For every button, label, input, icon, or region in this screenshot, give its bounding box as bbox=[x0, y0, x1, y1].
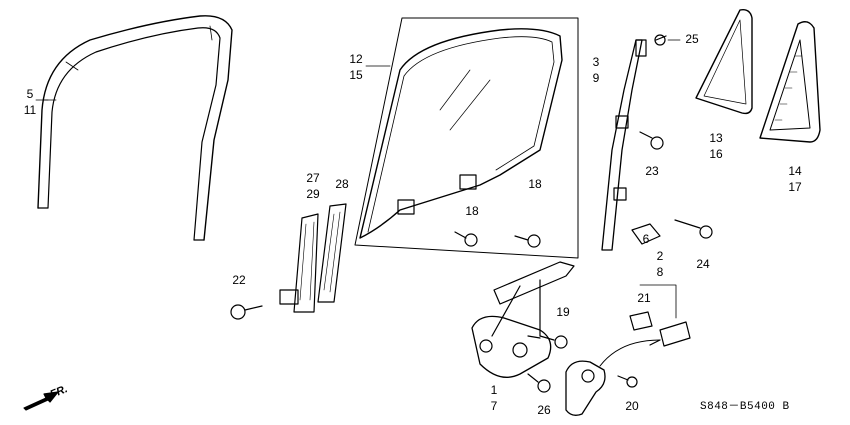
quarter-glass bbox=[695, 8, 753, 115]
diagram-code: S848－B5400 B bbox=[700, 401, 790, 413]
label-part-21: 21 bbox=[637, 291, 651, 305]
label-part-12: 12 bbox=[349, 52, 363, 66]
quarter-weatherstrip bbox=[759, 21, 821, 143]
label-part-3: 3 bbox=[592, 55, 600, 69]
run-channel bbox=[37, 15, 233, 241]
label-part-1: 1 bbox=[490, 383, 498, 397]
connector-21 bbox=[629, 311, 653, 331]
label-part-26: 26 bbox=[537, 403, 551, 417]
label-part-7: 7 bbox=[490, 399, 498, 413]
label-part-29: 29 bbox=[306, 187, 320, 201]
label-part-2: 2 bbox=[656, 249, 664, 263]
label-part-18-lower: 18 bbox=[465, 204, 479, 218]
label-part-16: 16 bbox=[709, 147, 723, 161]
label-part-27: 27 bbox=[306, 171, 320, 185]
label-part-15: 15 bbox=[349, 68, 363, 82]
label-part-20: 20 bbox=[625, 399, 639, 413]
label-part-8: 8 bbox=[656, 265, 664, 279]
bolt-18-upper bbox=[514, 234, 541, 248]
front-direction-arrow bbox=[23, 391, 59, 411]
sash-tape-27 bbox=[279, 213, 319, 313]
bolt-20 bbox=[617, 375, 638, 388]
label-part-13: 13 bbox=[709, 131, 723, 145]
window-regulator bbox=[471, 261, 575, 378]
label-part-25: 25 bbox=[685, 32, 699, 46]
label-part-22: 22 bbox=[232, 273, 246, 287]
bolt-18-lower bbox=[454, 231, 478, 247]
holder-6 bbox=[631, 219, 713, 245]
label-part-19: 19 bbox=[556, 305, 570, 319]
label-part-24: 24 bbox=[696, 257, 710, 271]
label-part-11: 11 bbox=[23, 103, 37, 117]
label-part-17: 17 bbox=[788, 180, 802, 194]
regulator-motor bbox=[565, 339, 661, 416]
bolt-23 bbox=[639, 131, 664, 150]
label-part-14: 14 bbox=[788, 164, 802, 178]
label-part-18-upper: 18 bbox=[528, 177, 542, 191]
bolt-19 bbox=[539, 335, 568, 349]
harness-connector bbox=[649, 321, 691, 347]
door-glass-box bbox=[354, 17, 579, 259]
sash-tape-28 bbox=[317, 203, 347, 303]
label-part-28: 28 bbox=[335, 177, 349, 191]
label-part-6: 6 bbox=[642, 232, 650, 246]
leader-2-8 bbox=[639, 284, 677, 319]
bolt-25 bbox=[654, 34, 667, 46]
bolt-22 bbox=[230, 304, 263, 320]
label-part-9: 9 bbox=[592, 71, 600, 85]
label-part-23: 23 bbox=[645, 164, 659, 178]
center-sash bbox=[601, 39, 647, 251]
bolt-26 bbox=[527, 373, 551, 393]
label-part-5: 5 bbox=[26, 87, 34, 101]
